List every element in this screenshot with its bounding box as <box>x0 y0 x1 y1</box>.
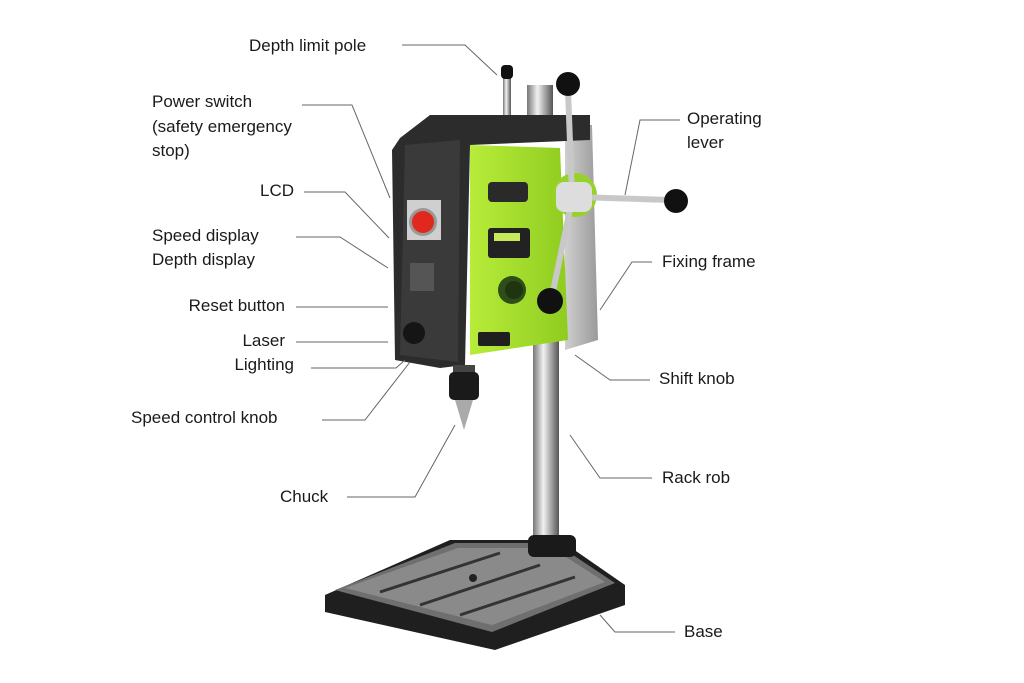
speed-control-knob <box>403 322 425 344</box>
chuck <box>449 365 479 430</box>
label-rack-rob: Rack rob <box>662 468 731 487</box>
label-shift-knob: Shift knob <box>659 369 735 388</box>
label-depth-display: Depth display <box>152 250 256 269</box>
label-depth-limit-pole: Depth limit pole <box>249 36 367 55</box>
power-switch-button <box>412 211 434 233</box>
label-fixing-frame: Fixing frame <box>662 252 756 271</box>
depth-limit-pole <box>503 72 511 122</box>
label-reset-button: Reset button <box>188 296 285 315</box>
label-power-switch-line3: stop) <box>152 141 190 160</box>
label-base: Base <box>684 622 723 641</box>
label-power-switch-line2: (safety emergency <box>152 117 292 136</box>
rack-rod <box>528 330 576 557</box>
label-lcd: LCD <box>259 181 294 200</box>
leader-lines <box>296 44 680 633</box>
label-chuck: Chuck <box>280 487 329 506</box>
label-operating-lever-line2: lever <box>687 133 724 152</box>
label-speed-control-knob: Speed control knob <box>131 408 278 427</box>
label-operating-lever: Operating <box>687 109 762 128</box>
speed-depth-display <box>410 263 434 291</box>
operating-lever <box>537 72 688 314</box>
label-power-switch: Power switch <box>152 92 253 111</box>
label-laser: Laser <box>242 331 285 350</box>
base <box>325 540 625 650</box>
label-speed-display: Speed display <box>152 226 259 245</box>
label-lighting: Lighting <box>234 355 294 374</box>
